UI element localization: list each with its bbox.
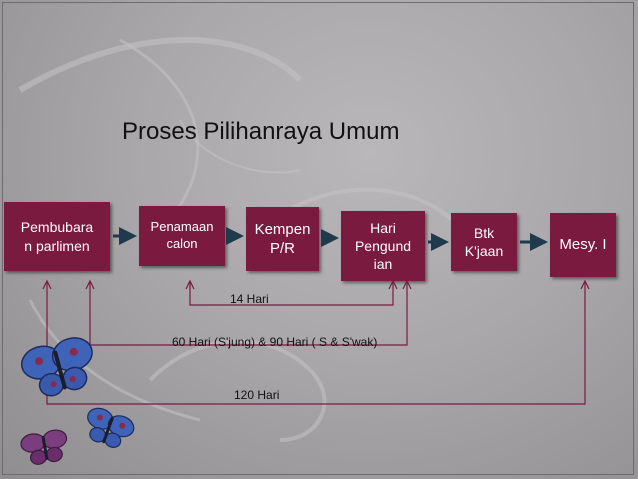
connector-14-hari: [189, 282, 394, 306]
butterfly-purple: [20, 429, 68, 465]
box-btk-kjaan-label: Btk K'jaan: [464, 224, 504, 259]
box-kempen: Kempen P/R: [246, 207, 319, 271]
box-mesy: Mesy. I: [550, 213, 616, 277]
box-btk-kjaan: Btk K'jaan: [451, 213, 517, 271]
box-pembubaran-label: Pembubara n parlimen: [20, 219, 94, 254]
label-60-90-hari: 60 Hari (S'jung) & 90 Hari ( S & S'wak): [172, 335, 378, 349]
box-penamaan: Penamaan calon: [139, 206, 225, 266]
box-hari-pengundian: Hari Pengund ian: [341, 211, 425, 281]
page-title: Proses Pilihanraya Umum: [122, 118, 400, 145]
box-hari-pengundian-label: Hari Pengund ian: [354, 219, 412, 273]
label-120-hari: 120 Hari: [234, 388, 280, 402]
box-kempen-label: Kempen P/R: [254, 220, 311, 258]
box-penamaan-label: Penamaan calon: [150, 219, 214, 251]
connector-120-hari: [46, 282, 586, 405]
butterfly-blue-large: [20, 337, 93, 397]
connector-60-90-hari: [89, 282, 408, 346]
box-pembubaran: Pembubara n parlimen: [4, 202, 110, 271]
butterfly-blue-small: [87, 407, 135, 448]
label-14-hari: 14 Hari: [230, 292, 269, 306]
box-mesy-label: Mesy. I: [559, 236, 607, 254]
